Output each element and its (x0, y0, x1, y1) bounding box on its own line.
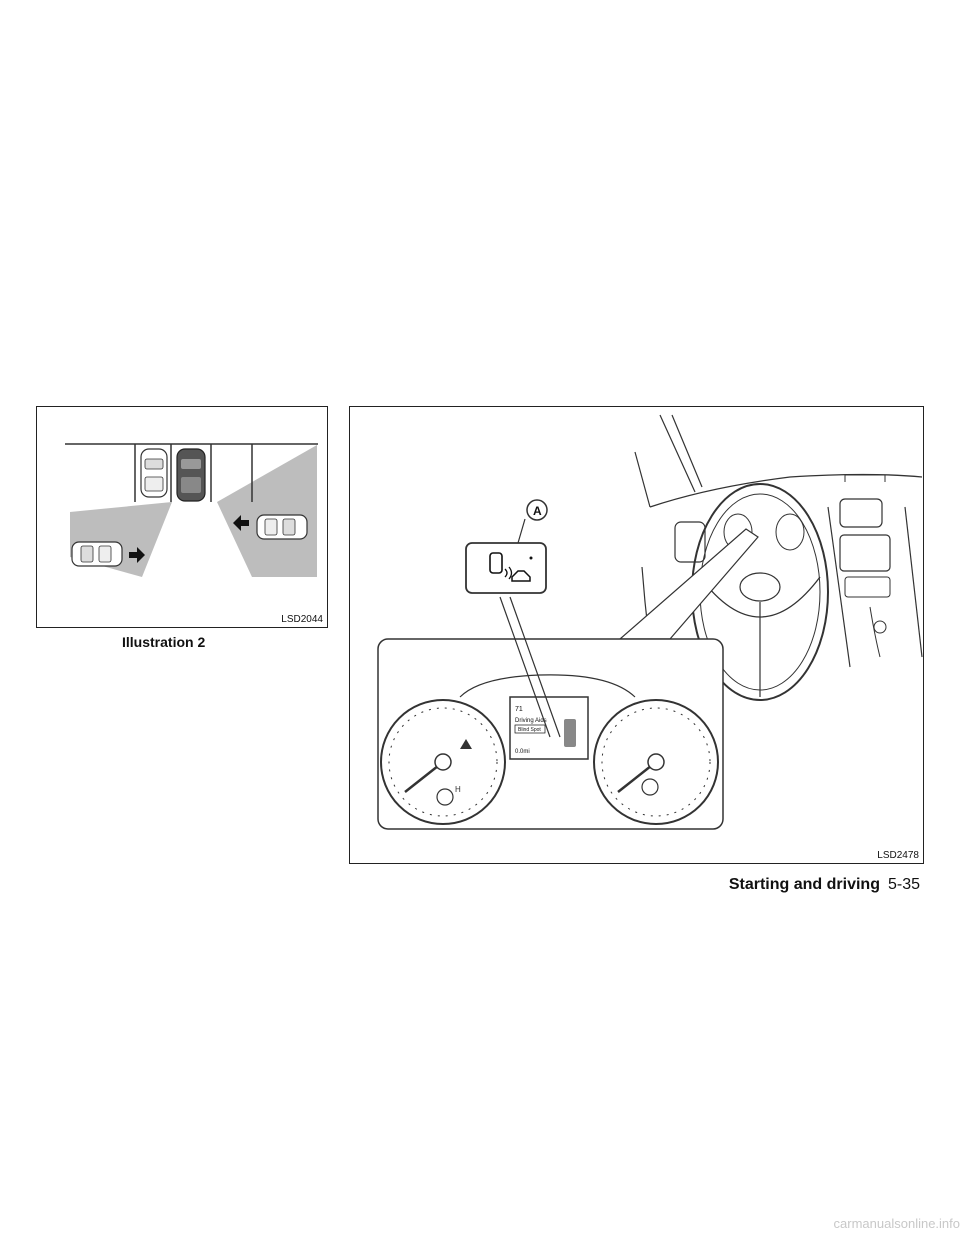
figure-caption: Illustration 2 (122, 634, 206, 650)
illustration-2-figure: LSD2044 (36, 406, 328, 628)
dashboard-diagram: H 71 Driving Aids Blind Spot 0.0mi A (377, 414, 923, 830)
adjacent-car-icon (511, 570, 531, 582)
warning-icon (460, 739, 472, 749)
display-menu-item: Blind Spot (518, 727, 541, 733)
right-detection-zone (217, 445, 317, 577)
left-gauge: H (380, 699, 506, 825)
callout-pointer (618, 528, 759, 640)
blind-spot-car-icon (489, 552, 503, 574)
page-number: 5-35 (887, 876, 920, 893)
right-gauge (593, 699, 719, 825)
center-display (839, 534, 891, 572)
parking-lot-diagram (65, 443, 318, 577)
callout-a-label: A (533, 504, 542, 518)
callout-a-marker (526, 499, 548, 521)
section-title: Starting and driving (728, 876, 880, 893)
display-menu-title: Driving Aids (515, 718, 547, 724)
dashboard-figure: H 71 Driving Aids Blind Spot 0.0mi A LSD… (349, 406, 924, 864)
display-temp: 71 (515, 706, 523, 713)
display-car-icon (564, 719, 576, 747)
indicator-callout (465, 542, 547, 594)
center-vent (839, 498, 883, 528)
display-odometer: 0.0mi (515, 749, 530, 755)
right-arrow-icon (129, 547, 145, 563)
left-approaching-car (71, 541, 123, 567)
figure-code: LSD2478 (877, 850, 919, 861)
watermark: carmanualsonline.info (833, 1216, 960, 1231)
left-vent (674, 521, 706, 563)
backing-car (176, 448, 206, 502)
page-footer: Starting and driving 5-35 (729, 876, 920, 894)
right-approaching-car (256, 514, 308, 540)
figure-code: LSD2044 (281, 614, 323, 625)
left-arrow-icon (233, 515, 249, 531)
parked-car (140, 448, 168, 498)
svg-text:H: H (455, 785, 461, 794)
